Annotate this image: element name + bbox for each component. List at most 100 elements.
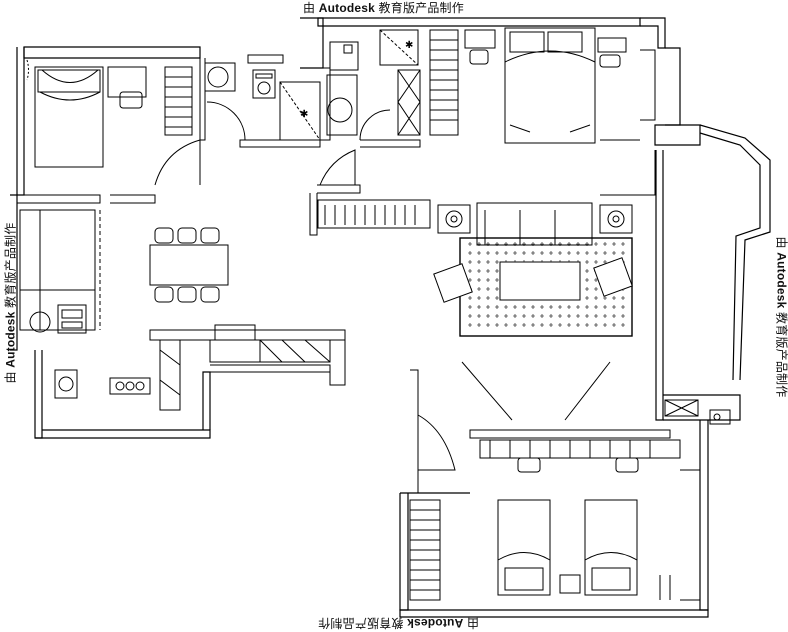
- rug-mark: [468, 269, 472, 273]
- rug-mark: [585, 305, 589, 309]
- rug-mark: [540, 323, 544, 327]
- rug-mark: [495, 305, 499, 309]
- rug-mark: [522, 314, 526, 318]
- rug-mark: [594, 314, 598, 318]
- rug-mark: [540, 314, 544, 318]
- rug-mark: [522, 305, 526, 309]
- rug-mark: [603, 242, 607, 246]
- rug-mark: [585, 269, 589, 273]
- rug-mark: [486, 251, 490, 255]
- rug-mark: [486, 278, 490, 282]
- rug-mark: [477, 278, 481, 282]
- bedroom-top-left: [27, 60, 192, 167]
- rug-mark: [477, 269, 481, 273]
- rug-mark: [594, 251, 598, 255]
- rug-mark: [549, 323, 553, 327]
- rug-mark: [513, 305, 517, 309]
- rug-mark: [576, 251, 580, 255]
- rug-mark: [468, 314, 472, 318]
- rug-mark: [477, 287, 481, 291]
- door-swings: [155, 102, 455, 470]
- rug-mark: [621, 251, 625, 255]
- rug-mark: [495, 251, 499, 255]
- rug-mark: [594, 242, 598, 246]
- rug-mark: [468, 305, 472, 309]
- rug-mark: [504, 314, 508, 318]
- rug-mark: [486, 323, 490, 327]
- rug-mark: [576, 314, 580, 318]
- rug-mark: [486, 287, 490, 291]
- rug-mark: [585, 296, 589, 300]
- rug-mark: [612, 242, 616, 246]
- rug-mark: [585, 278, 589, 282]
- rug-mark: [504, 323, 508, 327]
- rug-mark: [549, 305, 553, 309]
- rug-mark: [504, 305, 508, 309]
- dining-area: [150, 228, 228, 302]
- rug-mark: [495, 278, 499, 282]
- rug-mark: [603, 251, 607, 255]
- svg-text:✱: ✱: [300, 109, 308, 120]
- rug-mark: [612, 323, 616, 327]
- rug-mark: [477, 260, 481, 264]
- rug-mark: [567, 314, 571, 318]
- rug-mark: [477, 251, 481, 255]
- rug-mark: [558, 305, 562, 309]
- rug-mark: [558, 251, 562, 255]
- rug-mark: [495, 269, 499, 273]
- rug-mark: [495, 323, 499, 327]
- rug-mark: [621, 242, 625, 246]
- rug-mark: [504, 251, 508, 255]
- living-room: [434, 203, 632, 420]
- rug-mark: [594, 323, 598, 327]
- rug-mark: [477, 296, 481, 300]
- rug-mark: [495, 314, 499, 318]
- rug-mark: [549, 314, 553, 318]
- rug-mark: [495, 260, 499, 264]
- svg-text:✱: ✱: [405, 40, 413, 51]
- rug-mark: [567, 323, 571, 327]
- rug-mark: [567, 251, 571, 255]
- media-cabinet: [318, 200, 430, 228]
- rug-mark: [621, 323, 625, 327]
- rug-mark: [468, 296, 472, 300]
- rug-mark: [540, 305, 544, 309]
- rug-mark: [585, 323, 589, 327]
- rug-mark: [603, 296, 607, 300]
- rug-mark: [486, 305, 490, 309]
- rug-mark: [576, 305, 580, 309]
- rug-mark: [603, 305, 607, 309]
- rug-mark: [477, 323, 481, 327]
- rug-mark: [486, 269, 490, 273]
- rug-mark: [603, 314, 607, 318]
- rug-mark: [603, 323, 607, 327]
- rug-mark: [585, 251, 589, 255]
- rug-mark: [594, 260, 598, 264]
- rug-mark: [468, 251, 472, 255]
- rug-mark: [477, 305, 481, 309]
- rug-mark: [531, 314, 535, 318]
- rug-mark: [522, 251, 526, 255]
- rug-mark: [486, 314, 490, 318]
- rug-mark: [468, 323, 472, 327]
- rug-mark: [495, 287, 499, 291]
- rug-mark: [531, 305, 535, 309]
- rug-mark: [621, 314, 625, 318]
- rug-mark: [594, 296, 598, 300]
- rug-mark: [621, 305, 625, 309]
- rug-mark: [468, 260, 472, 264]
- rug-mark: [477, 314, 481, 318]
- bathroom-upper: ✱: [327, 30, 495, 135]
- rug-mark: [531, 251, 535, 255]
- rug-mark: [585, 260, 589, 264]
- rug-mark: [549, 251, 553, 255]
- rug-mark: [594, 305, 598, 309]
- kitchen: [20, 210, 180, 410]
- rug-mark: [576, 323, 580, 327]
- rug-mark: [585, 287, 589, 291]
- rug-mark: [585, 314, 589, 318]
- cabinet-row: [210, 325, 330, 362]
- rug-mark: [612, 305, 616, 309]
- rug-mark: [513, 323, 517, 327]
